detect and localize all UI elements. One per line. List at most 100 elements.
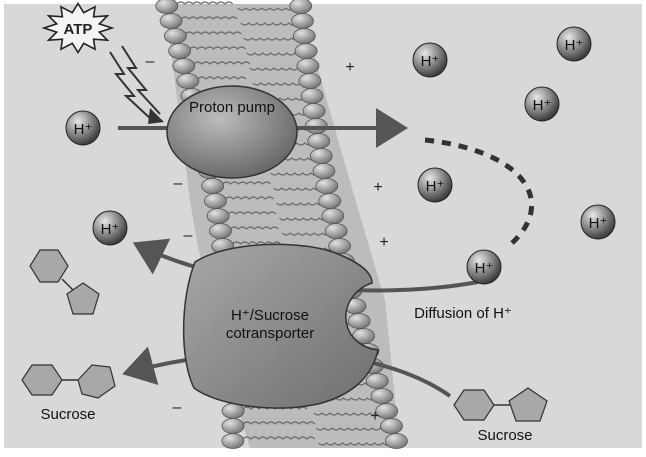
atp-starburst: ATP	[41, 1, 115, 55]
energy-bolt-tip-icon	[148, 108, 164, 124]
phospholipid-head	[168, 43, 192, 59]
plus-sign: +	[373, 179, 382, 196]
minus-sign: –	[184, 227, 193, 244]
atp-label: ATP	[64, 21, 93, 38]
proton-ion: H⁺	[524, 86, 560, 122]
proton-ion: H⁺	[466, 249, 502, 285]
phospholipid-head	[221, 403, 245, 419]
phospholipid-head	[315, 178, 339, 194]
minus-sign: –	[174, 175, 183, 192]
proton-ion-label: H⁺	[101, 221, 120, 238]
phospholipid-head	[155, 0, 179, 14]
fructose-pentagon-icon	[77, 364, 116, 399]
minus-sign: –	[146, 53, 155, 70]
phospholipid-head	[292, 28, 316, 44]
proton-ion-circle	[417, 167, 453, 203]
sucrose-molecule-right: Sucrose	[453, 387, 548, 444]
phospholipid-head	[380, 418, 403, 434]
lipid-tail	[227, 211, 328, 221]
lipid-tail	[230, 226, 331, 236]
phospholipid-head	[201, 178, 225, 194]
lipid-tail	[225, 196, 326, 206]
proton-ion-circle	[412, 42, 448, 78]
glucose-hexagon-icon	[21, 364, 63, 396]
phospholipid-head	[298, 73, 322, 89]
phospholipid-head	[221, 433, 245, 449]
proton-pump-label: Proton pump	[189, 99, 275, 116]
proton-ion: H⁺	[412, 42, 448, 78]
energy-bolt-icon-2	[121, 45, 161, 115]
fructose-pentagon-icon	[508, 387, 548, 422]
diffusion-dashed-path	[424, 137, 535, 247]
sucrose-label-right: Sucrose	[477, 427, 532, 444]
phospholipid-head	[221, 418, 245, 434]
phospholipid-head	[163, 28, 187, 44]
proton-ion-label: H⁺	[74, 121, 93, 138]
diffusion-label: Diffusion of H⁺	[414, 305, 512, 322]
proton-pump	[166, 85, 298, 179]
proton-ion: H⁺	[65, 110, 101, 146]
plus-sign: +	[379, 234, 388, 251]
phospholipid-head	[307, 133, 331, 149]
fructose-pentagon-icon	[66, 282, 100, 315]
proton-ion-label: H⁺	[533, 97, 552, 114]
phospholipid-head	[206, 208, 230, 224]
lipid-tail	[197, 76, 302, 86]
phospholipid-head	[370, 388, 394, 404]
proton-ion-circle	[524, 86, 560, 122]
phospholipid-head	[302, 103, 326, 119]
phospholipid-head	[294, 43, 318, 59]
proton-ion-circle	[466, 249, 502, 285]
phospholipid-head	[318, 193, 342, 209]
glucose-hexagon-icon	[29, 249, 69, 283]
phospholipid-head	[172, 58, 196, 74]
lipid-tail	[180, 16, 298, 26]
phospholipid-head	[159, 13, 183, 29]
lipid-tail	[222, 181, 323, 191]
energy-bolt-icon	[109, 51, 153, 121]
lipid-tail	[176, 1, 295, 11]
phospholipid-head	[365, 373, 389, 389]
proton-ion-circle	[580, 204, 616, 240]
phospholipid-head	[324, 223, 348, 239]
lipid-tail	[242, 436, 392, 446]
cotransporter-label-line1: H⁺/Sucrose	[231, 307, 309, 324]
phospholipid-head	[347, 313, 371, 329]
proton-ion-label: H⁺	[589, 215, 608, 232]
phospholipid-head	[312, 163, 336, 179]
cotransporter	[182, 243, 379, 409]
cotransporter-label-line2: cotransporter	[226, 325, 314, 342]
proton-ion-label: H⁺	[421, 53, 440, 70]
proton-ions: H⁺ H⁺ H⁺ H⁺ H⁺ H⁺ H⁺ H⁺	[65, 26, 616, 285]
phospholipid-head	[296, 58, 320, 74]
phospholipid-head	[385, 433, 408, 449]
phospholipid-head	[321, 208, 345, 224]
phospholipid-head	[289, 0, 313, 14]
charge-signs: – – – – + + + +	[146, 53, 389, 425]
phospholipid-head	[291, 13, 314, 29]
atp-burst-shape	[41, 1, 115, 55]
proton-ion: H⁺	[580, 204, 616, 240]
proton-ion-label: H⁺	[475, 260, 494, 277]
phospholipid-head	[309, 148, 333, 164]
phospholipid-head	[204, 193, 227, 209]
phospholipid-head	[209, 223, 232, 239]
phospholipid-head	[300, 88, 324, 104]
proton-ion-circle	[92, 210, 128, 246]
phospholipid-head	[375, 403, 399, 419]
lipid-tail	[184, 31, 301, 41]
lipid-tail	[242, 421, 389, 431]
proton-ion: H⁺	[556, 26, 592, 62]
proton-ion-label: H⁺	[426, 178, 445, 195]
sucrose-molecule-bottom-left: Sucrose	[21, 364, 116, 423]
proton-ion-label: H⁺	[565, 37, 584, 54]
sucrose-label-left: Sucrose	[40, 406, 95, 423]
plus-sign: +	[370, 408, 379, 425]
proton-ion: H⁺	[417, 167, 453, 203]
phospholipid-head	[176, 73, 200, 89]
proton-ion-circle	[65, 110, 101, 146]
plus-sign: +	[345, 59, 354, 76]
proton-ion-circle	[556, 26, 592, 62]
